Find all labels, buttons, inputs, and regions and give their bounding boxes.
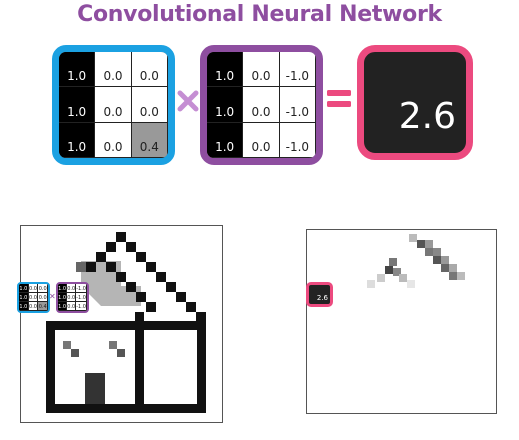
kernel-cell: 0.0 (243, 122, 280, 158)
house-pixel-image (46, 232, 206, 413)
result-box: 2.6 (357, 45, 473, 160)
feature-map-image (367, 234, 465, 288)
mini-image-patch-cell: 1.0 (19, 284, 29, 293)
mini-kernel-cell: 0.0 (67, 293, 77, 302)
mini-kernel-cell: 1.0 (58, 302, 68, 311)
mini-kernel-cell: 0.0 (67, 284, 77, 293)
result-value: 2.6 (398, 96, 456, 137)
image-patch-cell: 0.0 (95, 52, 132, 88)
page-title: Convolutional Neural Network (77, 2, 442, 27)
kernel-cell: 1.0 (207, 52, 244, 88)
mini-image-patch-cell: 0.4 (38, 302, 48, 311)
mini-image-patch-cell: 0.0 (28, 284, 39, 293)
kernel-cell: 1.0 (207, 87, 244, 123)
image-patch-cell: 0.0 (95, 122, 132, 158)
mini-kernel-cell: -1.0 (76, 293, 87, 302)
kernel-cell: -1.0 (279, 122, 316, 158)
mini-kernel-cell: -1.0 (76, 284, 87, 293)
image-patch-cell: 1.0 (59, 122, 96, 158)
mini-image-patch-cell: 1.0 (19, 293, 29, 302)
image-patch-cell: 0.0 (95, 87, 132, 123)
kernel-cell: 1.0 (207, 122, 244, 158)
feature-map-panel (306, 229, 497, 414)
times-icon (177, 90, 199, 112)
mini-image-patch-cell: 0.0 (28, 293, 39, 302)
mini-kernel-cell: -1.0 (76, 302, 87, 311)
mini-kernel-cell: 1.0 (58, 293, 68, 302)
image-patch-cell: 1.0 (59, 87, 96, 123)
mini-result-box: 2.6 (306, 282, 333, 307)
equals-icon (327, 90, 351, 107)
image-patch-cell: 1.0 (59, 52, 96, 88)
image-patch-cell: 0.0 (131, 87, 168, 123)
mini-kernel-cell: 0.0 (67, 302, 77, 311)
mini-image-patch-cell: 1.0 (19, 302, 29, 311)
mini-times-icon: ✕ (49, 292, 56, 301)
mini-image-patch-cell: 0.0 (28, 302, 39, 311)
mini-image-patch-cell: 0.0 (38, 293, 48, 302)
image-patch-cell: 0.0 (131, 52, 168, 88)
mini-result-value: 2.6 (316, 294, 328, 302)
kernel-cell: -1.0 (279, 52, 316, 88)
input-image-panel (20, 225, 223, 423)
image-patch-cell: 0.4 (131, 122, 168, 158)
mini-kernel-cell: 1.0 (58, 284, 68, 293)
kernel-cell: 0.0 (243, 52, 280, 88)
mini-image-patch-cell: 0.0 (38, 284, 48, 293)
kernel-cell: -1.0 (279, 87, 316, 123)
kernel-cell: 0.0 (243, 87, 280, 123)
